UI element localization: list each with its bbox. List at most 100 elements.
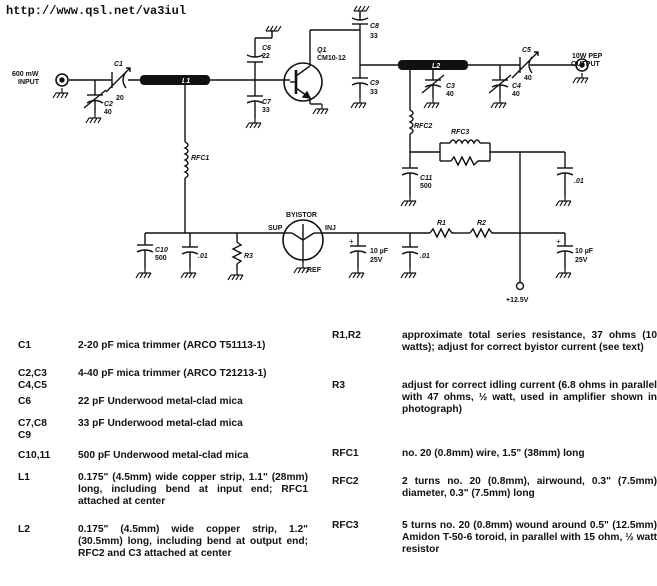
c6-value: 22 bbox=[262, 53, 270, 60]
c3-label: C3 bbox=[446, 83, 455, 90]
supply-label: +12.5V bbox=[506, 297, 529, 304]
c9-value: 33 bbox=[370, 89, 378, 96]
part-desc: no. 20 (0.8mm) wire, 1.5" (38mm) long bbox=[402, 448, 585, 459]
parts-list-item: L1 0.175" (4.5mm) wide copper strip, 1.1… bbox=[18, 472, 308, 509]
q1-transistor bbox=[283, 60, 329, 115]
l1-strip bbox=[140, 75, 210, 85]
schematic-diagram: 600 mW INPUT C1 20 C2 40 L1 bbox=[12, 5, 603, 304]
part-ref: RFC3 bbox=[332, 520, 359, 531]
part-ref: L2 bbox=[18, 524, 30, 535]
electrolytic-cap-1: + bbox=[348, 233, 367, 279]
rfc3-network bbox=[410, 139, 565, 233]
part-desc: 0.175" (4.5mm) wide copper strip, 1.1" (… bbox=[78, 472, 308, 508]
parts-list-item: L2 0.175" (4.5mm) wide copper strip, 1.2… bbox=[18, 524, 308, 561]
electrolytic-cap-1-value: 10 µF bbox=[370, 248, 389, 255]
part-desc: 33 pF Underwood metal-clad mica bbox=[78, 418, 243, 429]
r2-label: R2 bbox=[477, 220, 486, 227]
c11-value: 500 bbox=[420, 183, 432, 190]
parts-list-item: RFC3 5 turns no. 20 (0.8mm) wound around… bbox=[332, 520, 657, 557]
part-desc: 22 pF Underwood metal-clad mica bbox=[78, 396, 243, 407]
electrolytic-cap-2-voltage: 25V bbox=[575, 257, 588, 264]
l2-strip bbox=[398, 60, 468, 70]
byistor-sup-label: SUP bbox=[268, 225, 283, 232]
part-desc: 0.175" (4.5mm) wide copper strip, 1.2" (… bbox=[78, 524, 308, 560]
c11-label: C11 bbox=[420, 175, 432, 182]
l1-label: L1 bbox=[182, 78, 190, 85]
output-power-label: 10W PEP bbox=[572, 53, 603, 60]
byistor-label: BYISTOR bbox=[286, 212, 317, 219]
part-ref: C6 bbox=[18, 396, 32, 407]
part-ref: C7,C8 C9 bbox=[18, 418, 47, 442]
output-label: OUTPUT bbox=[571, 61, 601, 68]
c8-label: C8 bbox=[370, 23, 379, 30]
c5-label: C5 bbox=[522, 47, 531, 54]
source-url: http://www.qsl.net/va3iul bbox=[6, 4, 187, 18]
part-desc: adjust for correct idling current (6.8 o… bbox=[402, 380, 657, 416]
c3-trimmer bbox=[421, 70, 445, 109]
rfc3-label: RFC3 bbox=[451, 129, 469, 136]
r1-resistor bbox=[429, 227, 455, 239]
c11-capacitor bbox=[400, 152, 419, 207]
c7-capacitor bbox=[245, 80, 264, 129]
c6-label: C6 bbox=[262, 45, 271, 52]
r3-label: R3 bbox=[244, 253, 253, 260]
rfc1-label: RFC1 bbox=[191, 155, 209, 162]
c2-label: C2 bbox=[104, 101, 113, 108]
part-ref: R3 bbox=[332, 380, 346, 391]
byistor-inj-label: INJ bbox=[325, 225, 336, 232]
part-ref: RFC2 bbox=[332, 476, 359, 487]
input-connector bbox=[52, 73, 69, 99]
part-desc: approximate total series resistance, 37 … bbox=[402, 330, 657, 354]
r2-resistor bbox=[469, 227, 495, 239]
part-desc: 4-40 pF mica trimmer (ARCO T21213-1) bbox=[78, 368, 267, 379]
part-ref: R1,R2 bbox=[332, 330, 361, 341]
q1-label: Q1 bbox=[317, 47, 326, 54]
part-desc: 2-20 pF mica trimmer (ARCO T51113-1) bbox=[78, 340, 266, 351]
c6-capacitor bbox=[246, 25, 282, 80]
c10-capacitor bbox=[135, 233, 154, 279]
q1-part: CM10-12 bbox=[317, 55, 346, 62]
c4-value: 40 bbox=[512, 91, 520, 98]
part-ref: C1 bbox=[18, 340, 32, 351]
parts-list-item: C2,C3 C4,C5 4-40 pF mica trimmer (ARCO T… bbox=[18, 368, 308, 392]
c1-trimmer bbox=[105, 67, 131, 93]
svg-text:+: + bbox=[349, 237, 354, 246]
c7-label: C7 bbox=[262, 99, 272, 106]
r1-label: R1 bbox=[437, 220, 446, 227]
c2-trimmer bbox=[83, 80, 107, 124]
electrolytic-cap-2-value: 10 µF bbox=[575, 248, 594, 255]
page: http://www.qsl.net/va3iul bbox=[0, 4, 657, 586]
parts-list-item: RFC2 2 turns no. 20 (0.8mm), airwound, 0… bbox=[332, 476, 657, 500]
parts-list-item: RFC1 no. 20 (0.8mm) wire, 1.5" (38mm) lo… bbox=[332, 448, 657, 460]
svg-text:+: + bbox=[556, 237, 561, 246]
bypass-cap-2 bbox=[400, 233, 419, 279]
l2-label: L2 bbox=[432, 63, 440, 70]
electrolytic-cap-1-voltage: 25V bbox=[370, 257, 383, 264]
c5-value: 40 bbox=[524, 75, 532, 82]
c9-label: C9 bbox=[370, 80, 379, 87]
bypass-cap-3-value: .01 bbox=[574, 178, 584, 185]
electrolytic-cap-2: + bbox=[555, 233, 574, 279]
bypass-cap-1-value: .01 bbox=[198, 253, 208, 260]
c10-value: 500 bbox=[155, 255, 167, 262]
c5-trimmer bbox=[511, 51, 539, 79]
parts-list-item: R3 adjust for correct idling current (6.… bbox=[332, 380, 657, 417]
c2-value: 40 bbox=[104, 109, 112, 116]
r3-resistor bbox=[227, 233, 244, 281]
rfc2-choke bbox=[408, 65, 414, 152]
parts-list-item: C7,C8 C9 33 pF Underwood metal-clad mica bbox=[18, 418, 308, 442]
bypass-cap-2-value: .01 bbox=[420, 253, 430, 260]
parts-list-item: C6 22 pF Underwood metal-clad mica bbox=[18, 396, 308, 408]
part-ref: L1 bbox=[18, 472, 30, 483]
part-desc: 5 turns no. 20 (0.8mm) wound around 0.5"… bbox=[402, 520, 657, 556]
parts-list: C1 2-20 pF mica trimmer (ARCO T51113-1) … bbox=[0, 330, 657, 586]
c3-value: 40 bbox=[446, 91, 454, 98]
input-power-label: 600 mW bbox=[12, 71, 39, 78]
output-connector bbox=[572, 58, 589, 84]
c9-capacitor bbox=[350, 65, 369, 109]
c8-capacitor bbox=[351, 5, 370, 30]
part-ref: RFC1 bbox=[332, 448, 359, 459]
byistor bbox=[282, 219, 324, 274]
c1-label: C1 bbox=[114, 61, 123, 68]
c10-label: C10 bbox=[155, 247, 168, 254]
